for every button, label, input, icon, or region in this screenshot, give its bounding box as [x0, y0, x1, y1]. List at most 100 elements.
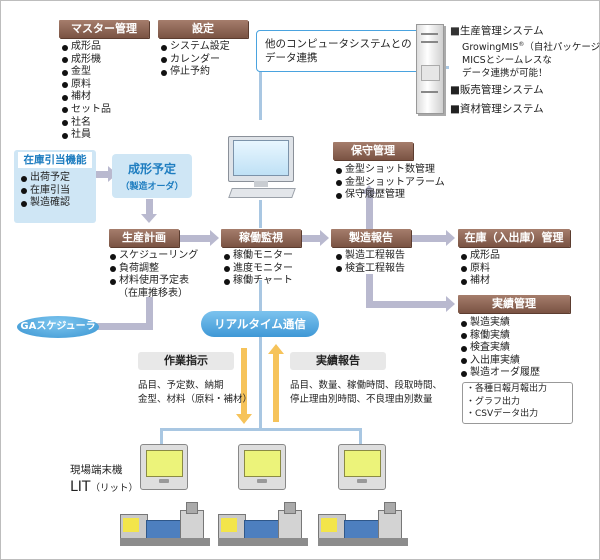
results-mgmt-item: 製造オーダ履歴	[460, 367, 540, 380]
master-item: 原料	[61, 79, 111, 92]
arrow-monitor-to-report	[302, 235, 322, 242]
results-mgmt-item: 製造実績	[460, 317, 540, 330]
connector-bottom-bus	[160, 428, 362, 431]
forming-plan-title: 成形予定	[127, 162, 176, 176]
connector-monitor-down	[259, 200, 262, 228]
results-output-item: ・CSVデータ出力	[466, 409, 539, 419]
realtime-comm: リアルタイム通信	[201, 311, 319, 337]
mics-note-1: MICSとシームレスな	[462, 55, 552, 67]
ga-scheduler: GAスケジューラ	[17, 316, 99, 338]
results-output-box: ・各種日報月報出力 ・グラフ出力 ・CSVデータ出力	[462, 382, 573, 424]
manufacturing-report-title: 製造報告	[331, 229, 411, 247]
inventory-allocation-box: 在庫引当機能 出荷予定 在庫引当 製造確認	[14, 150, 96, 223]
production-plan-note: （在庫推移表）	[118, 288, 188, 299]
operation-monitor-item: 進度モニター	[223, 263, 293, 276]
computer-icon	[228, 136, 296, 202]
other-systems-box: 他のコンピュータシステムとの データ連携	[256, 30, 426, 72]
arrow-head	[236, 414, 252, 424]
square-bullet-icon: ■	[450, 103, 460, 116]
molding-machine-icon	[120, 500, 212, 548]
master-item: 社名	[61, 117, 111, 130]
work-instruction-title: 作業指示	[138, 352, 234, 370]
other-systems-label-1: 他のコンピュータシステムとの	[265, 38, 412, 50]
master-title: マスター管理	[59, 20, 149, 38]
external-systems: ■生産管理システム GrowingMIS®（自社パッケージ） MICSとシームレ…	[450, 25, 600, 116]
connector-network-top	[259, 45, 262, 120]
master-item: 金型	[61, 66, 111, 79]
square-bullet-icon: ■	[450, 84, 460, 97]
arrow-head	[210, 230, 219, 246]
arrow-plan-to-production	[146, 199, 153, 217]
connector-monitor-realtime	[259, 280, 262, 312]
operation-monitor-item: 稼働チャート	[223, 275, 293, 288]
results-mgmt-item: 検査実績	[460, 342, 540, 355]
up-arrow-icon	[273, 354, 279, 422]
production-plan-item: スケジューリング	[109, 250, 198, 263]
operation-monitor-item: 稼働モニター	[223, 250, 293, 263]
inventory-io-item: 補材	[460, 275, 500, 288]
inventory-io-title: 在庫（入出庫）管理	[458, 229, 570, 247]
maintenance-item: 金型ショットアラーム	[335, 177, 445, 190]
operation-monitor-list: 稼働モニター 進度モニター 稼働チャート	[223, 250, 293, 288]
inventory-allocation-item: 在庫引当	[20, 185, 70, 198]
arrow-production-to-monitor	[180, 235, 212, 242]
arrow-ga-link-v	[146, 297, 153, 329]
settings-title: 設定	[158, 20, 248, 38]
arrow-report-to-maintenance	[366, 193, 373, 229]
maintenance-item: 保守履歴管理	[335, 189, 445, 202]
molding-machine-icon	[318, 500, 410, 548]
inventory-allocation-list: 出荷予定 在庫引当 製造確認	[20, 172, 70, 210]
results-output-item: ・各種日報月報出力	[466, 384, 548, 394]
master-item: 社員	[61, 129, 111, 142]
server-icon	[416, 24, 444, 114]
settings-item: システム設定	[160, 41, 230, 54]
work-instruction-line1: 品目、予定数、納期	[138, 380, 224, 391]
results-output-item: ・グラフ出力	[466, 396, 521, 407]
arrow-alloc-to-plan	[96, 171, 110, 178]
settings-item: カレンダー	[160, 54, 230, 67]
square-bullet-icon: ■	[450, 25, 460, 37]
forming-plan-box: 成形予定 （製造オーダ）	[112, 154, 192, 198]
results-mgmt-item: 入出庫実績	[460, 355, 540, 368]
lit-terminal-2	[238, 444, 286, 490]
arrow-head	[141, 214, 157, 223]
operation-monitor-title: 稼働監視	[221, 229, 301, 247]
inventory-allocation-item: 出荷予定	[20, 172, 70, 185]
lit-terminal-1	[140, 444, 188, 490]
arrow-head	[446, 296, 455, 312]
lit-terminal-3	[338, 444, 386, 490]
materials-system: ■資材管理システム	[450, 103, 544, 116]
inventory-allocation-title: 在庫引当機能	[18, 152, 92, 168]
master-item: セット品	[61, 104, 111, 117]
results-report-line2: 停止理由別時間、不良理由別数量	[290, 394, 433, 405]
arrow-report-to-results-h	[366, 301, 448, 308]
manufacturing-report-item: 検査工程報告	[335, 263, 405, 276]
maintenance-list: 金型ショット数管理 金型ショットアラーム 保守履歴管理	[335, 164, 445, 202]
master-list: 成形品 成形機 金型 原料 補材 セット品 社名 社員	[61, 41, 111, 142]
manufacturing-report-item: 製造工程報告	[335, 250, 405, 263]
forming-plan-subtitle: （製造オーダ）	[120, 182, 184, 192]
master-item: 成形品	[61, 41, 111, 54]
work-instruction-line2: 金型、材料（原料・補材）	[138, 394, 253, 405]
arrow-report-to-inventory	[412, 235, 448, 242]
production-plan-item: 材料使用予定表	[109, 275, 198, 288]
results-mgmt-list: 製造実績 稼働実績 検査実績 入出庫実績 製造オーダ履歴	[460, 317, 540, 380]
molding-machine-icon	[218, 500, 310, 548]
settings-list: システム設定 カレンダー 停止予約	[160, 41, 230, 79]
growing-mis: GrowingMIS®（自社パッケージ）	[462, 41, 600, 54]
production-plan-list: スケジューリング 負荷調整 材料使用予定表	[109, 250, 198, 288]
mics-note-2: データ連携が可能！	[462, 68, 548, 80]
production-plan-title: 生産計画	[109, 229, 179, 247]
connector-term3	[359, 428, 362, 444]
results-report-title: 実績報告	[290, 352, 386, 370]
other-systems-label-2: データ連携	[265, 52, 318, 64]
results-mgmt-item: 稼働実績	[460, 330, 540, 343]
results-mgmt-title: 実績管理	[458, 295, 570, 313]
maintenance-title: 保守管理	[333, 142, 413, 160]
down-arrow-icon	[241, 348, 247, 416]
master-item: 補材	[61, 91, 111, 104]
terminal-lit: LIT（リット）	[70, 479, 138, 495]
inventory-allocation-item: 製造確認	[20, 197, 70, 210]
connector-realtime-down	[259, 300, 262, 430]
arrow-head	[320, 230, 329, 246]
